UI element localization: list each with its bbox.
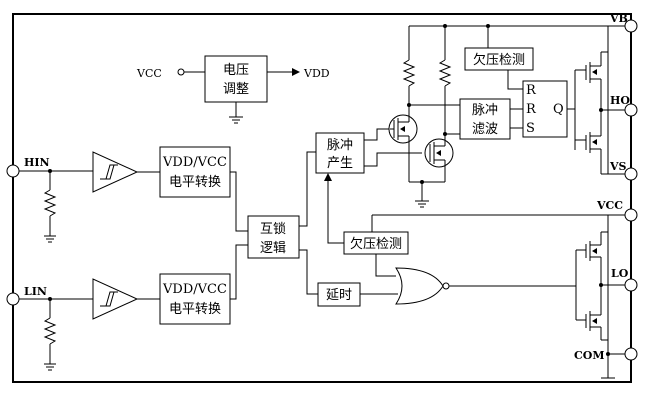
level-shift-mosfets — [388, 24, 608, 208]
uvlo-low-label: 欠压检测 — [350, 236, 402, 252]
pin-label-ho: HO — [610, 94, 630, 107]
pulse-gen-line2: 产生 — [327, 156, 353, 171]
pulse-gen-box — [315, 132, 365, 174]
vcc-right-terminal — [624, 208, 638, 222]
hin-schmitt-buffer — [92, 151, 139, 193]
pulse-gen-line1: 脉冲 — [327, 138, 353, 153]
low-side-output: LO COM — [574, 215, 638, 379]
com-terminal — [624, 347, 638, 361]
high-side-output: VB HO VS — [574, 12, 638, 181]
pin-label-vb: VB — [609, 12, 628, 25]
level-shift-top-box — [159, 146, 231, 198]
pulse-filter-box — [459, 98, 511, 140]
pin-label-vcc-in: VCC — [136, 67, 162, 80]
lin-pulldown-resistor — [43, 317, 57, 345]
regulator-box — [204, 55, 268, 103]
delay-label: 延时 — [326, 288, 352, 303]
level-shift-bottom-box — [159, 273, 231, 325]
nor-gate-bubble — [442, 282, 450, 290]
pin-label-lo: LO — [611, 267, 629, 280]
vcc-in-terminal — [177, 68, 185, 76]
latch-r2: R — [526, 102, 537, 117]
nor-gate — [395, 267, 444, 305]
vb-terminal — [624, 19, 638, 33]
pin-label-vcc-right: VCC — [596, 199, 623, 212]
high-side-control: 脉冲 滤波 欠压检测 R R S Q — [459, 26, 575, 140]
pullup-resistor-2 — [438, 59, 452, 87]
uvlo-high-label: 欠压检测 — [473, 52, 525, 68]
pin-label-vs: VS — [609, 160, 627, 173]
pulse-generator: 脉冲 产生 — [315, 128, 422, 244]
interlock-logic: 互锁 逻辑 — [247, 151, 318, 295]
pulse-filter-line2: 滤波 — [472, 122, 498, 137]
level-shift-bottom-line2: 电平转换 — [169, 302, 221, 317]
level-shift-top-line1: VDD/VCC — [162, 155, 227, 170]
vs-terminal — [624, 167, 638, 181]
voltage-regulator: VCC 电压 调整 VDD — [136, 55, 330, 124]
interlock-line2: 逻辑 — [260, 241, 286, 256]
pin-label-vdd-out: VDD — [303, 67, 330, 80]
pulse-filter-line1: 脉冲 — [472, 103, 498, 118]
level-shift-top-line2: 电平转换 — [169, 175, 221, 190]
rs-latch-box — [522, 80, 568, 138]
ho-terminal — [624, 103, 638, 117]
latch-s: S — [526, 121, 535, 136]
chip-outline — [12, 13, 632, 383]
regulator-label-line1: 电压 — [223, 63, 249, 78]
hin-input-chain: HIN VDD/VCC 电平转换 — [6, 146, 248, 243]
hin-terminal — [6, 164, 20, 178]
pin-label-hin: HIN — [24, 156, 50, 169]
lin-input-chain: LIN VDD/VCC 电平转换 — [6, 244, 248, 371]
interlock-line1: 互锁 — [260, 221, 286, 237]
lin-terminal — [6, 292, 20, 306]
latch-q: Q — [553, 102, 564, 117]
level-shift-bottom-line1: VDD/VCC — [162, 282, 227, 297]
latch-r1: R — [526, 83, 537, 98]
pin-label-lin: LIN — [24, 285, 47, 298]
interlock-box — [247, 215, 300, 259]
low-side-control: VCC 欠压检测 延时 — [317, 199, 638, 307]
pin-label-com: COM — [574, 349, 605, 362]
lin-schmitt-buffer — [92, 278, 139, 320]
lo-terminal — [624, 278, 638, 292]
hin-pulldown-resistor — [43, 189, 57, 217]
uvlo-high-box — [464, 47, 534, 71]
pullup-resistor-1 — [402, 59, 416, 87]
regulator-label-line2: 调整 — [223, 82, 249, 97]
